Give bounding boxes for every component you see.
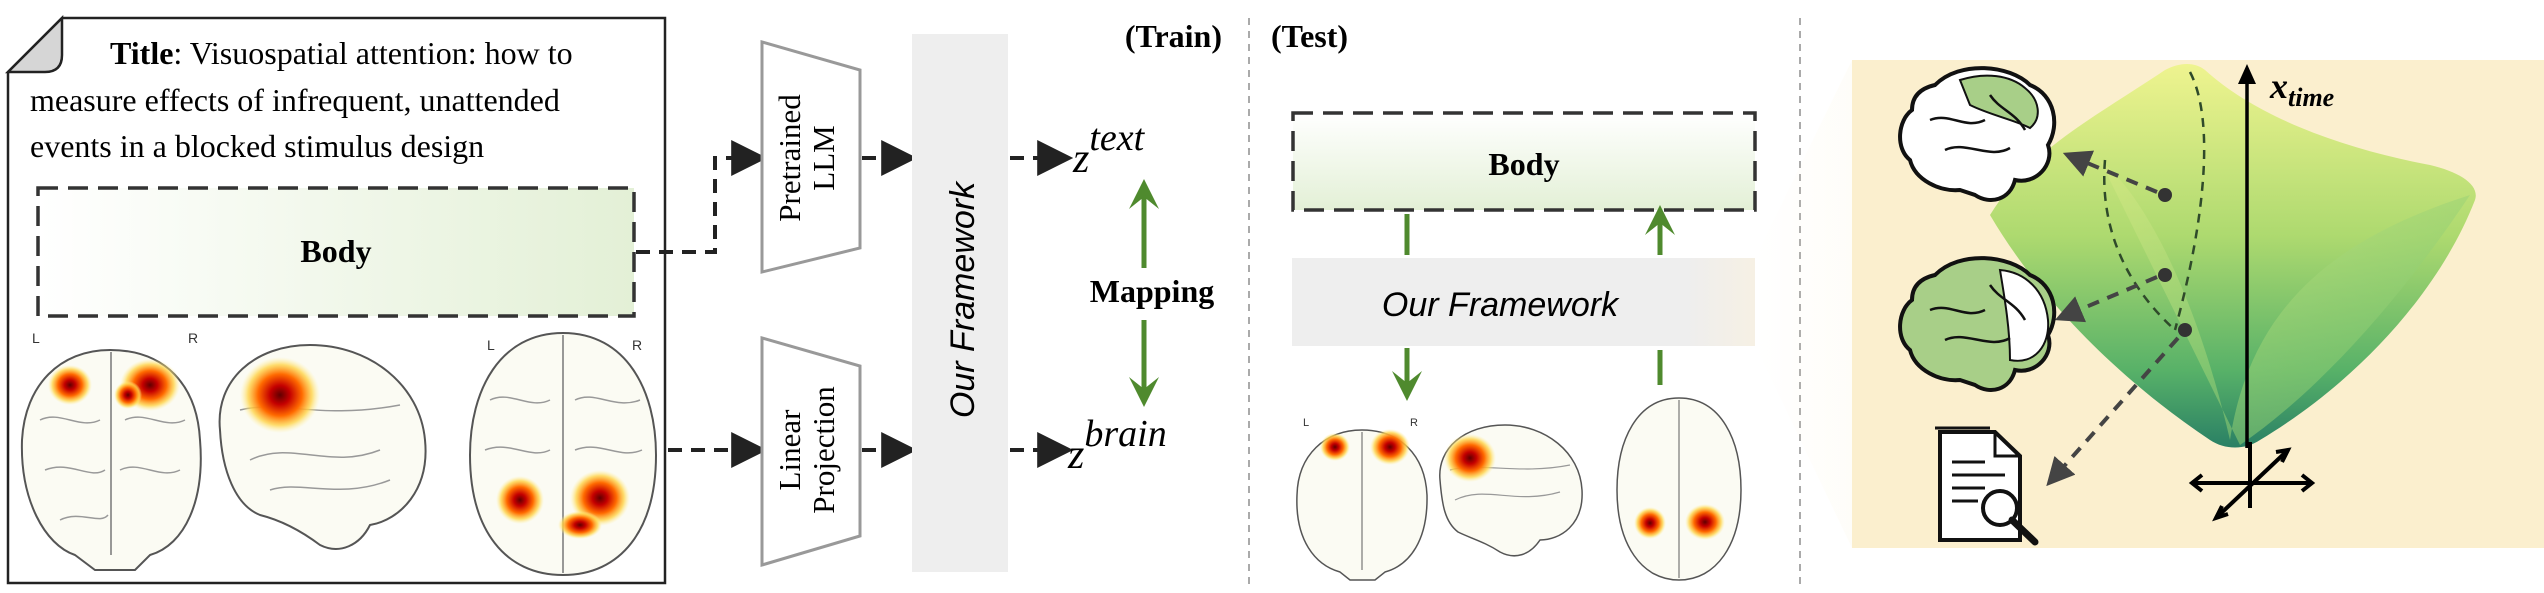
axis-label-base: x xyxy=(2269,66,2288,106)
document-search-icon xyxy=(1935,426,2039,546)
test-view-label-l: L xyxy=(1303,417,1309,429)
test-framework-block: Our Framework xyxy=(1292,258,1755,346)
train-framework-block: Our Framework xyxy=(912,34,1008,572)
test-sagittal-view xyxy=(1439,424,1583,557)
test-body-label: Body xyxy=(1488,146,1559,182)
axial-brain-view: L R xyxy=(468,331,658,577)
axes-icon xyxy=(2188,442,2316,522)
title-line-2: measure effects of infrequent, unattende… xyxy=(30,82,560,118)
manifold-points xyxy=(2158,188,2192,337)
body-box: Body xyxy=(36,186,636,318)
z-brain-base: z xyxy=(1067,432,1084,478)
projection-line-2: Projection xyxy=(806,386,841,514)
body-label: Body xyxy=(300,233,371,269)
test-body-box: Body xyxy=(1291,111,1757,212)
svg-text:xtime: xtime xyxy=(2269,66,2334,112)
view-label-r: R xyxy=(188,330,198,346)
title-line-3: events in a blocked stimulus design xyxy=(30,128,484,164)
input-document-panel: Title: Visuospatial attention: how to me… xyxy=(4,14,667,585)
test-coronal-view: L R xyxy=(1296,417,1428,581)
test-brain-activation-maps: L R xyxy=(1296,397,1742,581)
linear-projection-encoder: Linear Projection xyxy=(760,336,862,568)
llm-line-2: LLM xyxy=(806,125,841,190)
title-line-1: : Visuospatial attention: how to xyxy=(173,35,572,71)
coronal-brain-view: L R xyxy=(20,330,202,571)
train-framework-label: Our Framework xyxy=(944,180,982,418)
test-framework-label: Our Framework xyxy=(1382,286,1620,324)
pretrained-llm-encoder: Pretrained LLM xyxy=(760,40,862,274)
latent-manifold xyxy=(1990,64,2476,448)
z-text-base: z xyxy=(1072,136,1089,182)
train-header: (Train) xyxy=(1125,18,1222,54)
brain-icon xyxy=(1898,66,2057,202)
test-axial-view xyxy=(1616,397,1742,581)
mapping-arrow: Mapping xyxy=(1090,179,1214,407)
connectors-left xyxy=(636,140,768,468)
llm-line-1: Pretrained xyxy=(772,94,807,222)
svg-text:ztext: ztext xyxy=(1072,117,1146,182)
view-label-l: L xyxy=(32,330,40,346)
connectors-out xyxy=(1010,140,1074,468)
sagittal-brain-view xyxy=(218,343,427,550)
time-axis: xtime xyxy=(2238,64,2334,448)
z-brain-sup: brain xyxy=(1084,413,1166,455)
test-header: (Test) xyxy=(1271,18,1348,54)
projection-line-1: Linear xyxy=(772,409,807,491)
view-label-r-axial: R xyxy=(632,337,642,353)
axis-label-sub: time xyxy=(2288,83,2334,112)
manifold-decode-arrows xyxy=(2046,150,2180,487)
svg-text:zbrain: zbrain xyxy=(1067,413,1167,478)
document-icon xyxy=(4,14,64,74)
test-flow-arrows xyxy=(1392,205,1675,401)
mapping-label: Mapping xyxy=(1090,273,1214,309)
z-text-sup: text xyxy=(1089,117,1145,159)
svg-text:Title: Visuospatial attention:: Title: Visuospatial attention: how to xyxy=(110,35,573,71)
brain-icon-2 xyxy=(1898,256,2057,392)
z-brain-embedding: zbrain xyxy=(1067,413,1167,478)
test-view-label-r: R xyxy=(1410,417,1418,429)
z-text-embedding: ztext xyxy=(1072,117,1146,182)
title-label: Title xyxy=(110,35,173,71)
connectors-mid xyxy=(862,140,918,468)
brain-activation-maps: L R L R xyxy=(20,330,658,577)
view-label-l-axial: L xyxy=(487,337,495,353)
